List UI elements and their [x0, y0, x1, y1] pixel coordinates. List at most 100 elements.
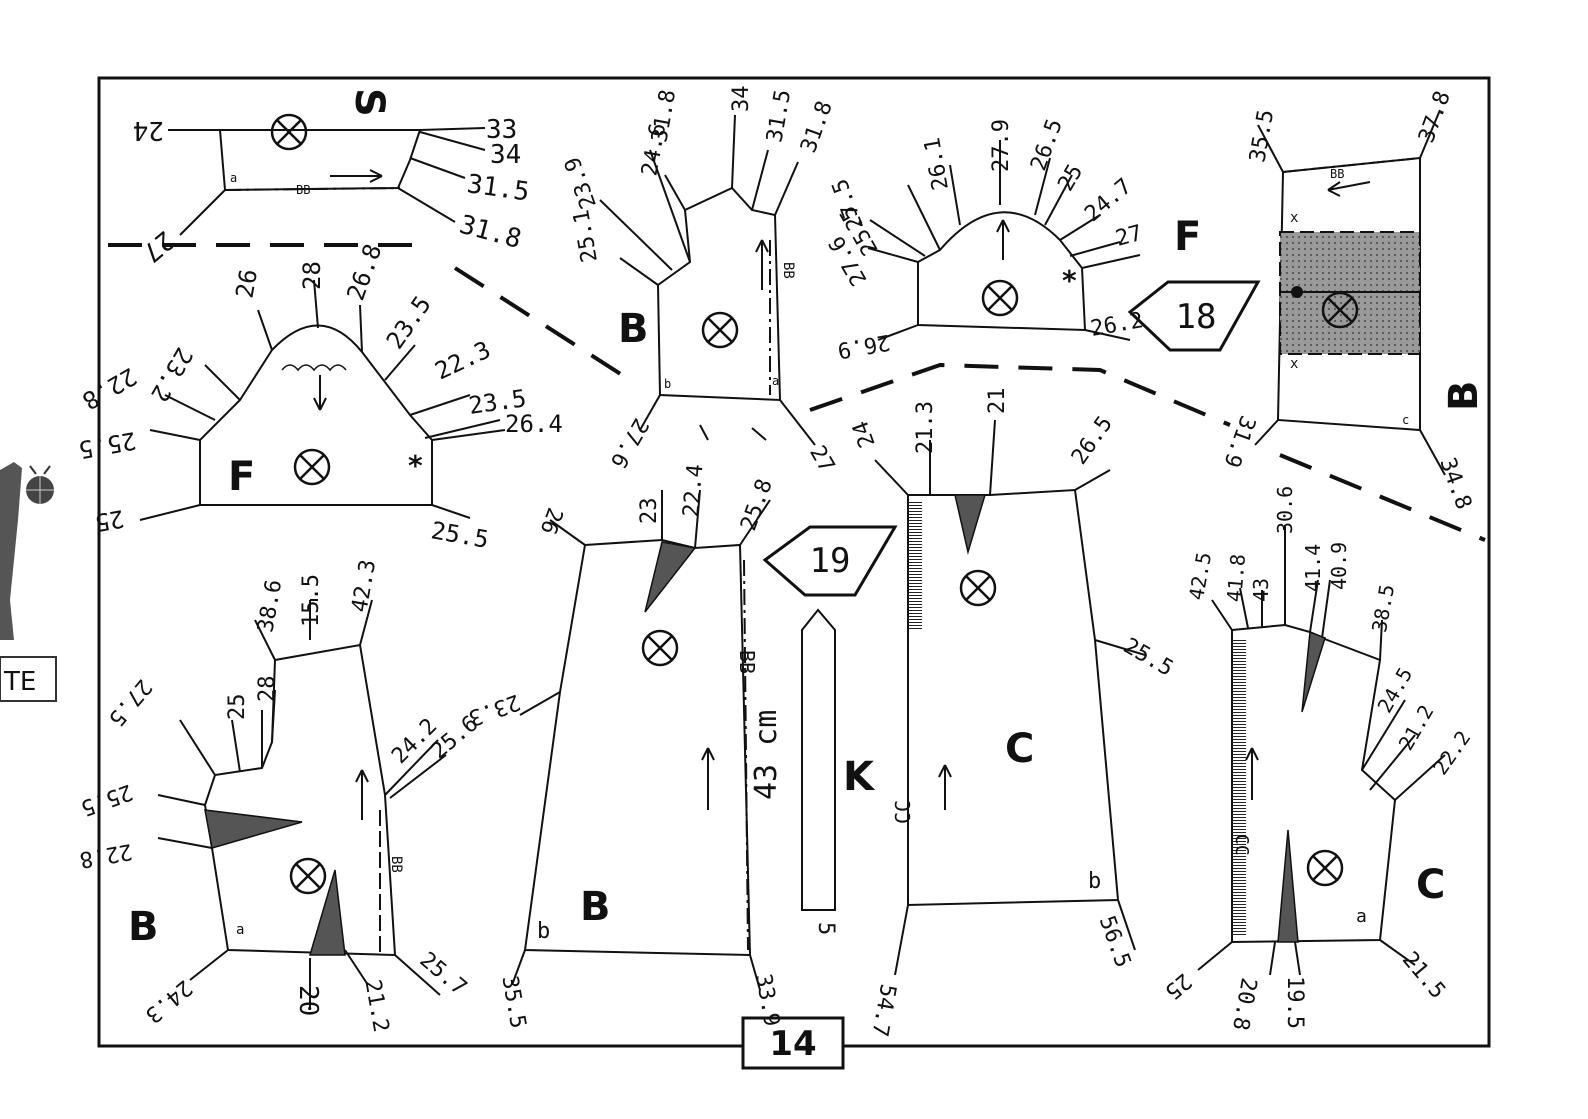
piece-letter-K: K [843, 754, 876, 800]
point-letter: b [664, 377, 671, 391]
size-label: 42.3 [347, 558, 381, 615]
piece-F-left [139, 279, 506, 521]
size-label: 25 [1053, 160, 1088, 195]
piece-B-top [599, 114, 816, 446]
piece-letter-C: C [1005, 726, 1034, 772]
size-label: 25.5 [76, 426, 138, 464]
notch-star-icon: * [1062, 264, 1077, 297]
size-label: 31.8 [456, 210, 524, 255]
dart-shaded [204, 809, 303, 849]
size-label: 26.2 [1089, 308, 1146, 342]
dart-shaded [1301, 630, 1326, 713]
grain-code: CC [891, 800, 915, 824]
size-label: 25.8 [736, 476, 778, 534]
piece-letter-B: B [618, 306, 649, 352]
size-label: 24 [133, 115, 164, 145]
point-letter: a [772, 374, 779, 388]
size-label: 24 [848, 417, 881, 450]
size-label: 31.8 [647, 88, 681, 145]
fold-hatch [1232, 640, 1246, 935]
side-decoration: TE [0, 462, 57, 702]
dart-shaded [954, 494, 987, 555]
size-label: 26.1 [920, 136, 954, 193]
piece-B-right [1254, 109, 1446, 476]
size-label: 28 [255, 676, 280, 703]
size-label: 33 [486, 115, 517, 145]
size-label: 37.8 [1414, 88, 1456, 146]
marker-label: 19 [810, 541, 851, 581]
size-label: 27 [136, 224, 179, 267]
size-label: 26.5 [1067, 412, 1118, 470]
size-label: 24.3 [140, 975, 197, 1028]
grain-code: BB [780, 262, 796, 279]
marker-diamond-18 [1127, 280, 1261, 352]
grain-code: CC [1231, 834, 1252, 856]
size-label: 25.7 [415, 948, 472, 1001]
fold-hatch [908, 500, 922, 630]
grain-mark-icon [1306, 849, 1344, 887]
strip-length: 43 cm [749, 710, 784, 800]
size-label: 22.3 [431, 336, 495, 386]
piece-S [168, 127, 486, 236]
piece-letter-C: C [1416, 862, 1445, 908]
piece-letter-B: B [580, 884, 611, 930]
piece-letter-F: F [1174, 214, 1201, 260]
size-label: 27 [1113, 221, 1145, 252]
strip-width: 5 [813, 922, 838, 935]
size-label: 54.7 [866, 982, 900, 1039]
size-label: 25.1 [569, 208, 603, 265]
size-label: 25.5 [77, 779, 135, 821]
side-label: TE [3, 667, 36, 697]
sheet-frame [97, 76, 1491, 1048]
grain-code: BB [296, 183, 310, 197]
size-label: 21 [985, 388, 1010, 415]
marker-label: 18 [1176, 297, 1217, 337]
section-dividers [108, 243, 1486, 542]
size-label: 23 [637, 498, 662, 525]
size-label: 34 [490, 140, 521, 170]
size-label: 31.5 [465, 169, 531, 207]
size-label: 34 [729, 86, 754, 113]
dart-shaded [644, 541, 697, 613]
grain-mark-icon [270, 113, 308, 151]
side-label-box [0, 656, 57, 702]
size-label: 20.8 [1227, 976, 1261, 1033]
page-number-box [741, 1016, 845, 1070]
piece-C-right [1197, 525, 1446, 976]
size-label: 21.5 [1397, 947, 1450, 1004]
grain-mark-icon [641, 629, 679, 667]
size-label: 23.3 [465, 689, 523, 731]
size-label: 25 [225, 694, 250, 721]
size-label: 20 [293, 985, 323, 1016]
grain-mark-icon [701, 311, 739, 349]
grain-code: BB [1330, 167, 1344, 181]
size-label: 23.2 [145, 343, 198, 407]
size-label: 31.5 [762, 88, 796, 145]
grain-mark-icon [981, 279, 1019, 317]
size-label: 22.8 [77, 362, 141, 415]
grain-code: BB [735, 650, 759, 674]
grain-mark-icon [289, 857, 327, 895]
size-label: 24.5 [1372, 663, 1417, 717]
piece-letter-B: B [1441, 381, 1487, 412]
size-label: 23.9 [560, 154, 602, 212]
size-label: 38.5 [1367, 582, 1399, 634]
dart-shaded [1277, 829, 1299, 943]
size-label: 24.7 [1080, 174, 1137, 227]
grain-mark-icon [959, 569, 997, 607]
button-mark-icon [1291, 286, 1303, 298]
point-letter: x [1290, 356, 1298, 372]
size-label: 40.9 [1327, 542, 1351, 590]
size-label: 27.5 [103, 674, 156, 731]
page-number: 14 [769, 1024, 816, 1064]
point-letter: a [1356, 906, 1367, 927]
piece-K [801, 608, 836, 911]
size-label: 41.4 [1301, 544, 1325, 592]
piece-letter-F: F [228, 454, 255, 500]
size-label: 22.8 [78, 838, 135, 872]
size-label: 26 [230, 267, 263, 300]
size-label: 26.8 [341, 240, 387, 304]
dart-shaded [308, 869, 346, 956]
size-label: 38.6 [253, 578, 287, 635]
